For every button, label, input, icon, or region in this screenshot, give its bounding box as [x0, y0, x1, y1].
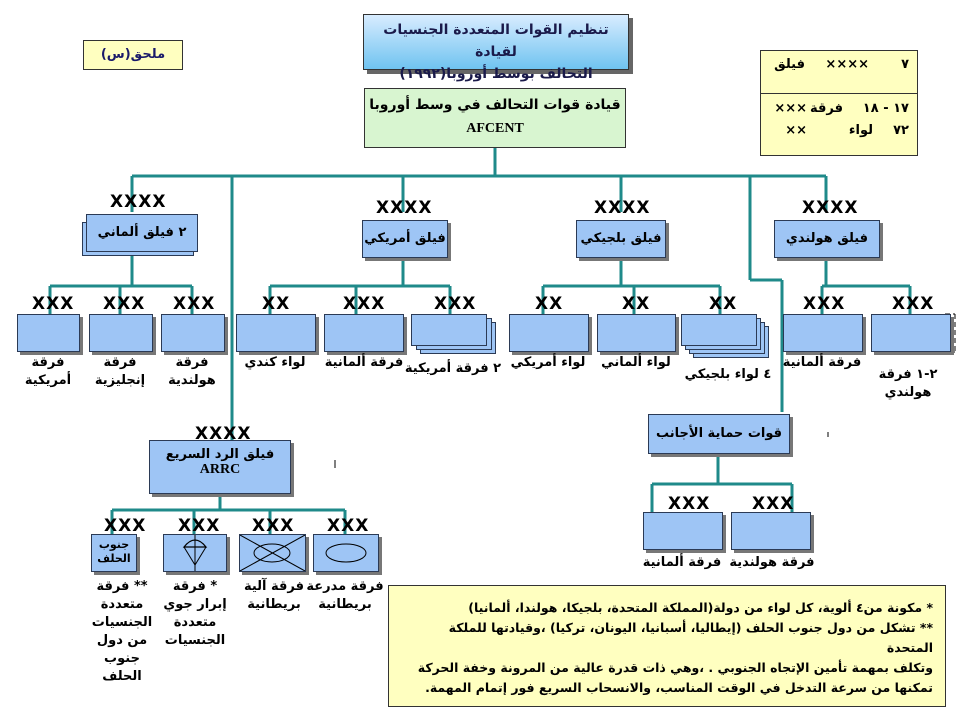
a3-symbol: XXX: [434, 294, 477, 314]
dutch-corps-symbol: XXXX: [802, 198, 859, 218]
arrc-u1-box: جنوب الحلف: [91, 534, 137, 572]
a2-box: [324, 314, 404, 352]
arrc-u1-label: ** فرقة متعددة الجنسيات من دول جنوب الحل…: [91, 579, 153, 684]
arrc-u4-box: [313, 534, 379, 572]
arrc-label-arabic: فيلق الرد السريع: [165, 447, 275, 462]
a2-symbol: XXX: [343, 294, 386, 314]
legend-corps-count: ٧: [901, 57, 909, 72]
protect-u1-box: [643, 512, 723, 550]
b1-box: [509, 314, 589, 352]
a2-label: فرقة ألمانية: [324, 355, 404, 370]
protect-u2-box: [731, 512, 811, 550]
american-corps-symbol: XXXX: [376, 198, 433, 218]
german-corps-label: ٢ فيلق ألماني: [97, 225, 187, 240]
legend-division-count: ١٧ - ١٨: [862, 101, 909, 116]
dutch-corps-label: فيلق هولندي: [785, 231, 869, 246]
b2-box: [597, 314, 676, 352]
german-corps-box: ٢ فيلق ألماني: [86, 214, 198, 252]
protect-u2-symbol: XXX: [752, 494, 795, 514]
b2-label: لواء ألماني: [601, 355, 671, 370]
b3-label: ٤ لواء بلجيكي: [684, 367, 772, 382]
american-corps-box: فيلق أمريكي: [362, 220, 448, 258]
chart-title-line1: تنظيم القوات المتعددة الجنسيات لقيادة: [383, 22, 609, 60]
american-corps-label: فيلق أمريكي: [364, 231, 446, 246]
legend-corps-symbol: ××××: [825, 57, 869, 72]
mechanized-icon: [239, 534, 306, 572]
note-line-2: ** تشكل من دول جنوب الحلف (إيطاليا، أسبا…: [448, 620, 933, 655]
g1-symbol: XXX: [32, 294, 75, 314]
legend-divider: [761, 93, 917, 94]
arrc-u4-label: فرقة مدرعة بريطانية: [306, 579, 384, 612]
g1-label: فرقة أمريكية: [24, 355, 72, 388]
legend-brigade-count: ٧٢: [893, 123, 909, 138]
d2-symbol: XXX: [892, 294, 935, 314]
arrc-u4-symbol: XXX: [327, 516, 370, 536]
armored-icon: [325, 543, 367, 563]
afcent-hq-box: قيادة قوات التحالف في وسط أوروبا AFCENT: [364, 88, 626, 148]
d1-symbol: XXX: [803, 294, 846, 314]
legend-division-symbol: ×××: [774, 101, 807, 116]
g3-box: [161, 314, 225, 352]
note-line-1: * مكونة من٤ ألوية، كل لواء من دولة(الممل…: [468, 600, 933, 615]
legend-brigade-symbol: ××: [785, 123, 807, 138]
arrc-box: فيلق الرد السريع ARRC: [149, 440, 291, 494]
protect-box: قوات حماية الأجانب: [648, 414, 790, 454]
note-line-4: تمكنها من سرعة التدخل في الوقت المناسب، …: [425, 680, 933, 695]
arrc-u1-symbol: XXX: [104, 516, 147, 536]
arrc-label-english: ARRC: [199, 462, 241, 477]
arrc-u3-label: فرقة آلية بريطانية: [243, 579, 305, 612]
afcent-hq-arabic: قيادة قوات التحالف في وسط أوروبا: [369, 97, 621, 113]
belgian-corps-box: فيلق بلجيكي: [576, 220, 666, 258]
d2-label: ٢-١ فرقة هولندي: [878, 367, 938, 400]
b3-symbol: XX: [709, 294, 738, 314]
chart-title: تنظيم القوات المتعددة الجنسيات لقيادة ال…: [363, 14, 629, 82]
note-line-3: وتكلف بمهمة تأمين الإتجاه الجنوبي . ،وهي…: [417, 660, 933, 675]
arrc-u2-symbol: XXX: [178, 516, 221, 536]
arrc-u1-box-label: جنوب الحلف: [97, 538, 131, 565]
arrc-symbol: XXXX: [195, 424, 252, 444]
belgian-corps-symbol: XXXX: [594, 198, 651, 218]
a1-box: [236, 314, 316, 352]
b1-label: لواء أمريكي: [510, 355, 586, 370]
legend-box: ٧ ×××× فيلق ١٧ - ١٨ فرقة ××× ٧٢ لواء ××: [760, 50, 918, 156]
g3-label: فرقة هولندية: [168, 355, 216, 388]
d2-box: [871, 314, 951, 352]
d1-label: فرقة ألمانية: [782, 355, 862, 370]
airborne-icon: [182, 535, 208, 571]
dutch-corps-box: فيلق هولندي: [774, 220, 880, 258]
g2-label: فرقة إنجليزية: [94, 355, 146, 388]
afcent-hq-english: AFCENT: [466, 121, 524, 136]
b3-box: [681, 314, 757, 346]
protect-u1-symbol: XXX: [668, 494, 711, 514]
g2-box: [89, 314, 153, 352]
arrc-u2-box: [163, 534, 227, 572]
chart-title-line2: التحالف بوسط أوروبا(١٩٩٢): [399, 66, 593, 82]
legend-brigade-label: لواء: [848, 123, 873, 138]
annex-label: ملحق(س): [83, 40, 183, 70]
a1-symbol: XX: [262, 294, 291, 314]
notes-box: * مكونة من٤ ألوية، كل لواء من دولة(الممل…: [388, 585, 946, 707]
arrc-u3-symbol: XXX: [252, 516, 295, 536]
protect-u2-label: فرقة هولندية: [729, 555, 815, 570]
g3-symbol: XXX: [173, 294, 216, 314]
protect-u1-label: فرقة ألمانية: [642, 555, 722, 570]
b1-symbol: XX: [535, 294, 564, 314]
g2-symbol: XXX: [103, 294, 146, 314]
a3-box: [411, 314, 487, 346]
arrc-u3-box: [239, 534, 306, 572]
legend-corps-label: فيلق: [774, 57, 805, 72]
german-corps-symbol: XXXX: [110, 192, 167, 212]
protect-label: قوات حماية الأجانب: [656, 426, 782, 441]
b2-symbol: XX: [622, 294, 651, 314]
arrc-u2-label: * فرقة إبرار جوي متعددة الجنسيات: [163, 579, 227, 648]
a1-label: لواء كندي: [244, 355, 306, 370]
d1-box: [783, 314, 863, 352]
a3-label: ٢ فرقة أمريكية: [404, 361, 502, 376]
belgian-corps-label: فيلق بلجيكي: [580, 231, 662, 246]
g1-box: [17, 314, 80, 352]
legend-division-label: فرقة: [810, 101, 843, 116]
